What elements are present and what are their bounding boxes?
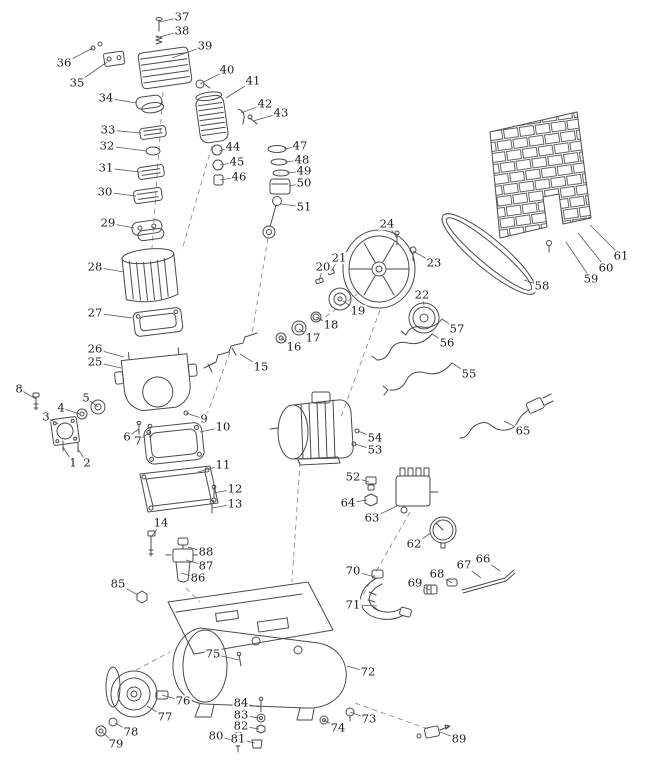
hose-fittings-drawing bbox=[360, 569, 516, 620]
tank-drawing bbox=[167, 581, 347, 721]
motor-drawing bbox=[269, 391, 360, 466]
leader-line-48 bbox=[284, 159, 303, 163]
leader-line-25 bbox=[94, 361, 122, 369]
leader-line-37 bbox=[158, 16, 183, 23]
leader-line-14 bbox=[151, 522, 162, 537]
power-cord-drawing bbox=[459, 393, 554, 439]
piston-assembly-drawing bbox=[262, 145, 291, 239]
leader-line-15 bbox=[239, 353, 262, 368]
leader-line-80 bbox=[215, 735, 237, 742]
leader-line-2 bbox=[77, 448, 88, 464]
leader-line-32 bbox=[106, 145, 148, 152]
leader-line-30 bbox=[104, 191, 137, 197]
construction-lines bbox=[135, 91, 429, 730]
leader-line-59 bbox=[565, 241, 592, 280]
leader-line-79 bbox=[102, 732, 117, 745]
leader-line-27 bbox=[94, 312, 133, 319]
leader-line-61 bbox=[589, 224, 622, 257]
belt-drawing bbox=[441, 213, 537, 295]
leader-line-82 bbox=[240, 725, 260, 730]
leader-line-34 bbox=[105, 97, 138, 104]
leader-line-26 bbox=[94, 348, 125, 358]
leader-line-33 bbox=[107, 129, 142, 134]
leader-line-56 bbox=[431, 333, 448, 344]
leader-line-69 bbox=[414, 582, 431, 591]
leader-line-66 bbox=[482, 558, 501, 572]
leader-line-89 bbox=[439, 731, 460, 740]
leader-line-42 bbox=[240, 103, 266, 114]
leader-line-76 bbox=[161, 694, 184, 702]
leader-line-47 bbox=[283, 145, 301, 150]
leader-line-40 bbox=[199, 69, 228, 85]
head-cover-drawing bbox=[90, 17, 193, 90]
cylinder-block-drawing bbox=[114, 248, 198, 412]
leader-line-52 bbox=[352, 476, 370, 483]
leader-line-62 bbox=[413, 532, 432, 545]
leader-line-63 bbox=[371, 505, 398, 519]
leader-line-21 bbox=[330, 257, 340, 273]
leader-line-38 bbox=[155, 30, 183, 39]
leader-line-31 bbox=[105, 167, 141, 173]
wiring-drawing bbox=[371, 318, 453, 396]
leader-line-1 bbox=[62, 446, 74, 464]
leader-line-60 bbox=[577, 232, 607, 269]
leader-line-57 bbox=[441, 318, 458, 330]
leader-line-6 bbox=[126, 428, 140, 438]
leader-line-28 bbox=[94, 266, 125, 273]
leader-line-71 bbox=[352, 604, 378, 607]
air-filter-drawing bbox=[195, 79, 258, 186]
leader-line-72 bbox=[346, 665, 369, 673]
wheel-drawing bbox=[95, 666, 169, 737]
leader-line-4 bbox=[60, 407, 81, 415]
leader-line-74 bbox=[323, 719, 339, 729]
leader-line-29 bbox=[107, 222, 135, 229]
leader-line-51 bbox=[280, 203, 305, 208]
leader-line-9 bbox=[185, 412, 205, 420]
leader-line-78 bbox=[114, 722, 132, 733]
leader-line-23 bbox=[412, 250, 435, 264]
leader-line-67 bbox=[463, 564, 482, 579]
leader-line-53 bbox=[354, 443, 376, 451]
leader-line-3 bbox=[45, 416, 59, 425]
leader-line-43 bbox=[252, 112, 282, 122]
leader-line-49 bbox=[286, 170, 305, 174]
drain-fasteners-drawing bbox=[235, 696, 451, 753]
flywheel-drawing bbox=[342, 229, 440, 334]
leader-line-64 bbox=[347, 499, 368, 504]
crankcase-cover-drawing bbox=[139, 410, 219, 557]
leader-line-84 bbox=[240, 702, 260, 708]
radiator-drawing bbox=[489, 111, 592, 253]
crankshaft-drawing bbox=[203, 268, 352, 373]
regulator-drawing bbox=[136, 537, 199, 604]
leader-line-73 bbox=[349, 711, 370, 720]
leader-line-85 bbox=[117, 583, 139, 596]
leader-line-10 bbox=[199, 426, 224, 433]
leader-line-50 bbox=[288, 182, 305, 187]
leader-line-41 bbox=[225, 80, 254, 99]
leader-line-5 bbox=[85, 397, 99, 408]
leader-line-54 bbox=[357, 430, 376, 439]
leader-line-13 bbox=[211, 503, 236, 509]
valve-plate-stack-drawing bbox=[131, 94, 167, 242]
left-bracket-drawing bbox=[32, 392, 153, 453]
leader-line-87 bbox=[185, 559, 207, 567]
leader-line-77 bbox=[146, 705, 166, 718]
leader-line-36 bbox=[63, 47, 94, 64]
pressure-switch-drawing bbox=[364, 467, 457, 549]
leader-line-12 bbox=[213, 488, 236, 494]
leader-line-86 bbox=[180, 572, 199, 579]
leader-line-83 bbox=[240, 714, 260, 719]
leader-line-35 bbox=[76, 61, 108, 84]
leader-line-55 bbox=[451, 362, 470, 375]
